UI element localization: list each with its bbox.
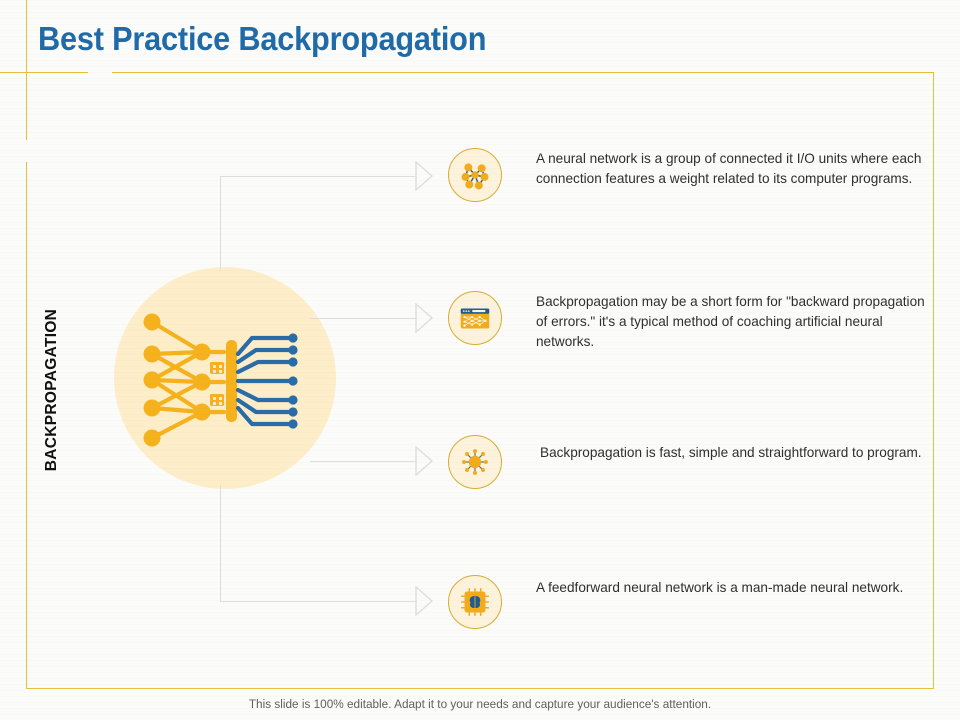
connector-vertical-row-4 <box>220 485 222 602</box>
arrow-head-row-1 <box>415 161 433 191</box>
browser-network-window-icon[interactable] <box>448 291 502 345</box>
frame-line-bottom <box>26 688 934 690</box>
connector-horizontal-row-2 <box>310 318 417 320</box>
molecule-network-icon[interactable] <box>448 148 502 202</box>
neural-network-circuit-illustration <box>140 310 320 450</box>
row-description-1: A neural network is a group of connected… <box>536 151 922 186</box>
connector-horizontal-row-3 <box>310 461 417 463</box>
arrow-head-row-3 <box>415 446 433 476</box>
radial-hub-sun-icon[interactable] <box>448 435 502 489</box>
connector-vertical-row-1 <box>220 176 222 271</box>
frame-line-top-stub <box>0 72 88 74</box>
frame-line-top-main <box>112 72 934 74</box>
row-description-3: Backpropagation is fast, simple and stra… <box>540 445 922 460</box>
arrow-head-row-4 <box>415 586 433 616</box>
row-description-2: Backpropagation may be a short form for … <box>536 294 925 349</box>
frame-line-left-top <box>26 0 28 140</box>
vertical-section-label: BACKPROPAGATION <box>40 290 64 490</box>
row-description-4: A feedforward neural network is a man-ma… <box>536 580 904 595</box>
arrow-head-row-2 <box>415 303 433 333</box>
slide-footer-note: This slide is 100% editable. Adapt it to… <box>248 697 712 711</box>
frame-line-left-main <box>26 162 28 688</box>
connector-horizontal-row-1 <box>220 176 417 178</box>
connector-horizontal-row-4 <box>220 601 417 603</box>
vertical-section-label-text: BACKPROPAGATION <box>43 308 60 472</box>
page-title: Best Practice Backpropagation <box>38 20 487 57</box>
frame-line-right <box>933 72 935 689</box>
ai-brain-chip-icon[interactable] <box>448 575 502 629</box>
